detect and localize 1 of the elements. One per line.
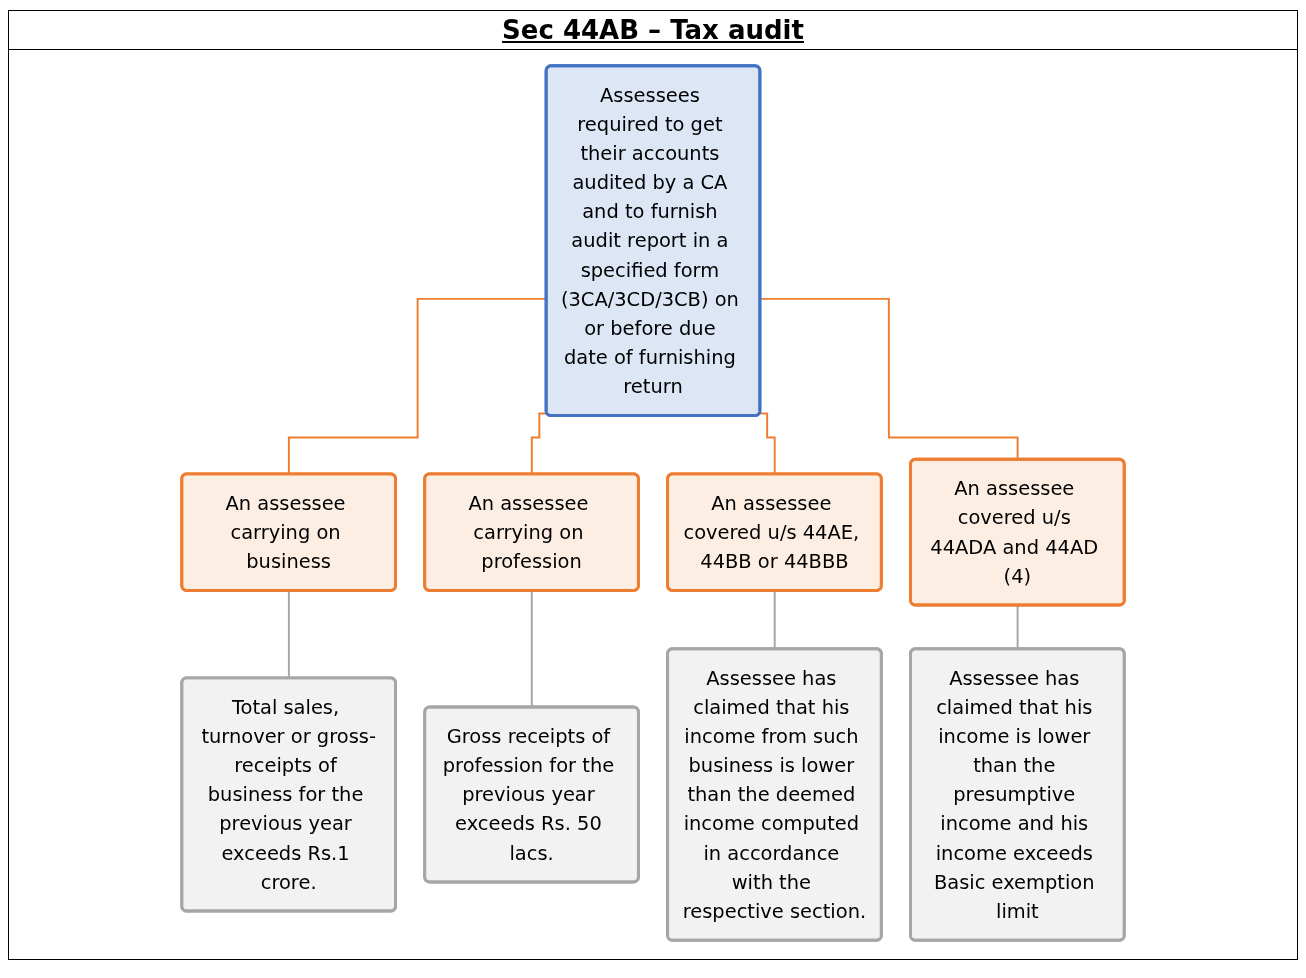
diagram-title: Sec 44AB – Tax audit	[9, 11, 1297, 50]
